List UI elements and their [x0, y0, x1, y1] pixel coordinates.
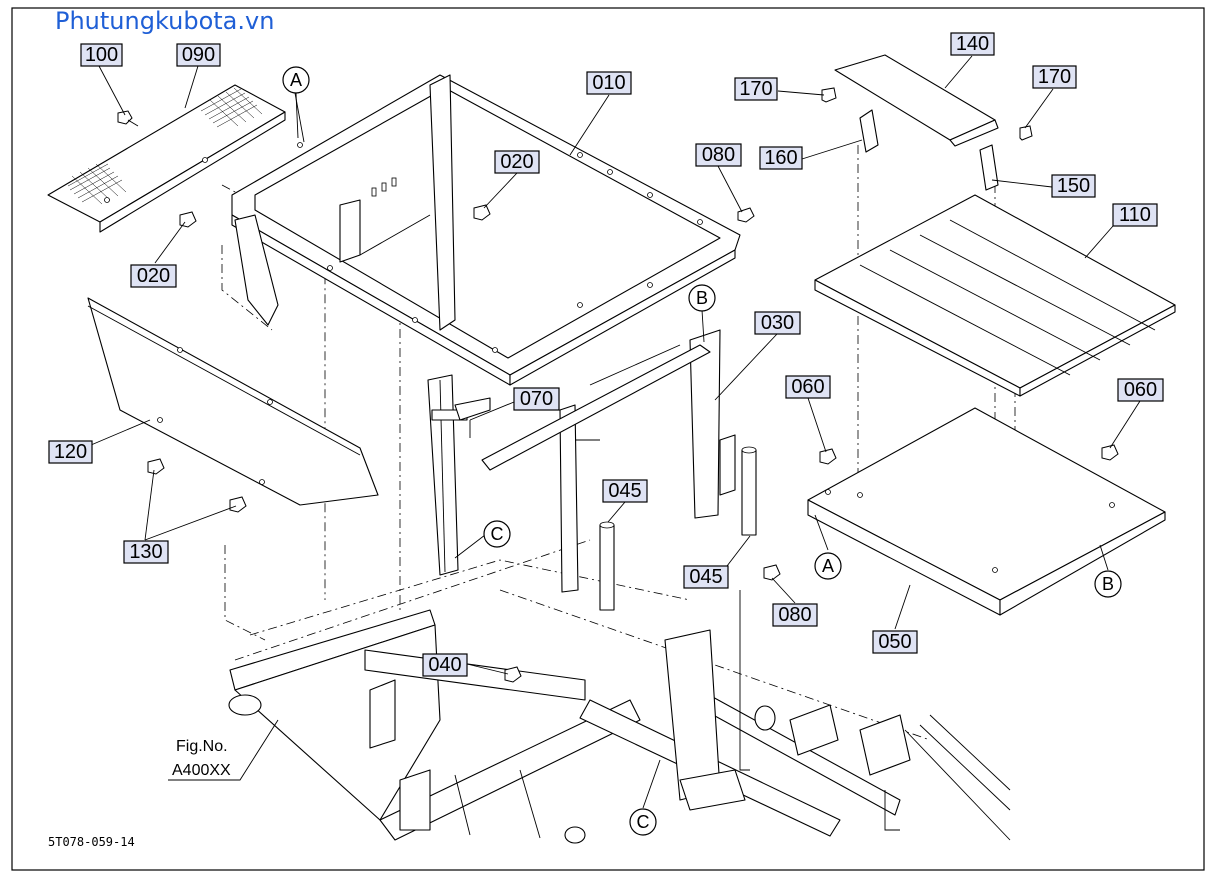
svg-text:045: 045 — [689, 566, 722, 588]
svg-text:B: B — [696, 288, 708, 308]
ref-marker-a-bottom: A — [814, 552, 842, 580]
svg-text:020: 020 — [137, 265, 170, 287]
bracket-030 — [481, 329, 736, 593]
svg-text:120: 120 — [54, 441, 87, 463]
part-label-110: 110 — [1112, 203, 1158, 227]
bolt-040 — [504, 666, 522, 683]
part-label-050: 050 — [872, 630, 918, 654]
part-label-070: 070 — [513, 387, 560, 411]
svg-text:C: C — [637, 812, 650, 832]
bolt-060-left — [819, 448, 837, 465]
floor-plate-110 — [814, 194, 1176, 397]
ref-marker-b-top: B — [688, 284, 716, 312]
bolt-130-a — [147, 458, 165, 475]
part-label-040: 040 — [422, 653, 468, 677]
plate-140 — [834, 54, 999, 147]
svg-text:170: 170 — [1038, 66, 1071, 88]
part-label-170-left: 170 — [734, 77, 778, 101]
spacer-045-right — [741, 446, 757, 536]
svg-text:140: 140 — [956, 33, 989, 55]
part-label-060-left: 060 — [785, 375, 831, 399]
svg-text:170: 170 — [739, 78, 772, 100]
drawing-frame — [11, 7, 1205, 871]
svg-text:110: 110 — [1119, 204, 1151, 226]
part-label-045-right: 045 — [683, 565, 729, 589]
part-label-010: 010 — [586, 71, 632, 95]
svg-text:130: 130 — [129, 541, 162, 563]
part-label-120: 120 — [48, 440, 93, 464]
part-label-160: 160 — [759, 146, 803, 170]
leader-lines — [90, 55, 1141, 809]
spacer-045-mid — [599, 521, 615, 611]
drawing-code: 5T078-059-14 — [48, 835, 135, 849]
ref-marker-c-mid: C — [483, 520, 511, 548]
part-label-080-top: 080 — [695, 143, 742, 167]
part-label-045-mid: 045 — [602, 479, 648, 503]
bolt-170-left — [821, 87, 837, 103]
chassis — [228, 590, 1011, 844]
svg-text:070: 070 — [520, 388, 553, 410]
ref-marker-c-bottom: C — [629, 808, 657, 836]
part-label-090: 090 — [176, 43, 221, 67]
bolt-020-top — [473, 204, 491, 221]
part-label-150: 150 — [1051, 174, 1096, 198]
figure-reference: Fig.No. A400XX — [172, 738, 231, 779]
part-label-130: 130 — [123, 540, 169, 564]
part-label-140: 140 — [950, 32, 995, 56]
part-label-170-right: 170 — [1032, 65, 1077, 89]
cover-090 — [47, 84, 286, 233]
bolt-170-right — [1019, 125, 1033, 141]
part-label-020-left: 020 — [130, 264, 177, 288]
svg-text:100: 100 — [85, 44, 118, 66]
svg-text:A: A — [290, 70, 302, 90]
part-label-020-top: 020 — [494, 150, 540, 174]
part-label-100: 100 — [80, 43, 123, 67]
svg-text:160: 160 — [764, 147, 797, 169]
svg-text:150: 150 — [1057, 175, 1090, 197]
bracket-070 — [427, 374, 491, 576]
bracket-150 — [979, 144, 999, 191]
part-label-060-right: 060 — [1117, 378, 1164, 402]
svg-text:045: 045 — [608, 480, 641, 502]
ref-marker-b-bottom: B — [1094, 570, 1122, 598]
svg-text:060: 060 — [791, 376, 824, 398]
svg-text:060: 060 — [1124, 379, 1157, 401]
svg-text:030: 030 — [761, 312, 794, 334]
svg-text:080: 080 — [778, 604, 811, 626]
bolt-080-bottom — [763, 564, 781, 581]
svg-text:A: A — [822, 556, 834, 576]
bolt-100 — [117, 110, 139, 127]
ref-marker-a-top: A — [282, 66, 310, 94]
watermark-text: Phutungkubota.vn — [55, 7, 274, 35]
figure-ref-line1: Fig.No. — [176, 738, 228, 755]
svg-text:020: 020 — [500, 151, 533, 173]
part-label-030: 030 — [754, 311, 801, 335]
svg-text:B: B — [1102, 574, 1114, 594]
bolt-020-left — [179, 211, 197, 228]
bracket-160 — [859, 109, 879, 153]
svg-text:C: C — [491, 524, 504, 544]
svg-text:010: 010 — [592, 72, 625, 94]
svg-text:080: 080 — [702, 144, 735, 166]
part-label-080-bottom: 080 — [772, 603, 818, 627]
plate-050 — [807, 407, 1166, 616]
bolt-130-b — [229, 496, 247, 513]
figure-ref-line2: A400XX — [172, 762, 231, 779]
bolt-080-top — [737, 207, 755, 223]
side-cover-120 — [87, 297, 379, 506]
svg-text:090: 090 — [182, 44, 215, 66]
frame-010 — [231, 74, 741, 386]
svg-text:050: 050 — [878, 631, 911, 653]
svg-text:040: 040 — [428, 654, 461, 676]
